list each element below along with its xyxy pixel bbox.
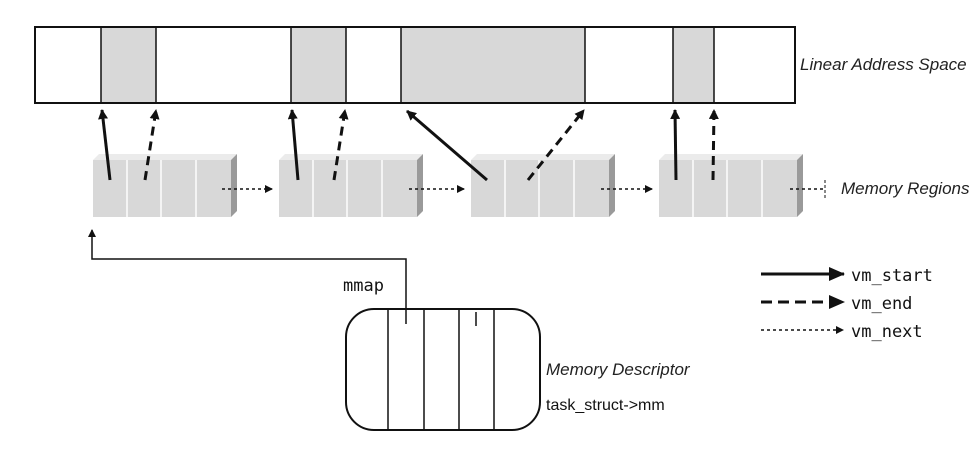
- address-region-2: [291, 27, 346, 103]
- memory-region-4: [659, 154, 803, 217]
- task-struct-mm-label: task_struct->mm: [546, 397, 665, 414]
- vm-end-arrows: [143, 109, 719, 181]
- vm-start-arrows: [98, 109, 681, 182]
- mmap-label: mmap: [343, 276, 384, 296]
- address-region-3: [401, 27, 585, 103]
- address-region-1: [101, 27, 156, 103]
- linear-address-space-bar: [34, 26, 796, 104]
- legend-vm-next-label: vm_next: [851, 322, 923, 342]
- memory-descriptor-box: [345, 308, 541, 431]
- memory-region-1: [93, 154, 237, 217]
- linear-address-space-label: Linear Address Space: [800, 55, 967, 74]
- memory-regions-label: Memory Regions: [841, 179, 970, 198]
- mmap-pointer-line: [88, 229, 407, 324]
- memory-region-3: [471, 154, 615, 217]
- memory-region-2: [279, 154, 423, 217]
- legend-vm-start-label: vm_start: [851, 266, 933, 286]
- address-region-4: [673, 27, 714, 103]
- legend: vm_start vm_end vm_next: [761, 266, 933, 342]
- memory-descriptor-label: Memory Descriptor: [546, 360, 691, 379]
- legend-vm-end-label: vm_end: [851, 294, 912, 314]
